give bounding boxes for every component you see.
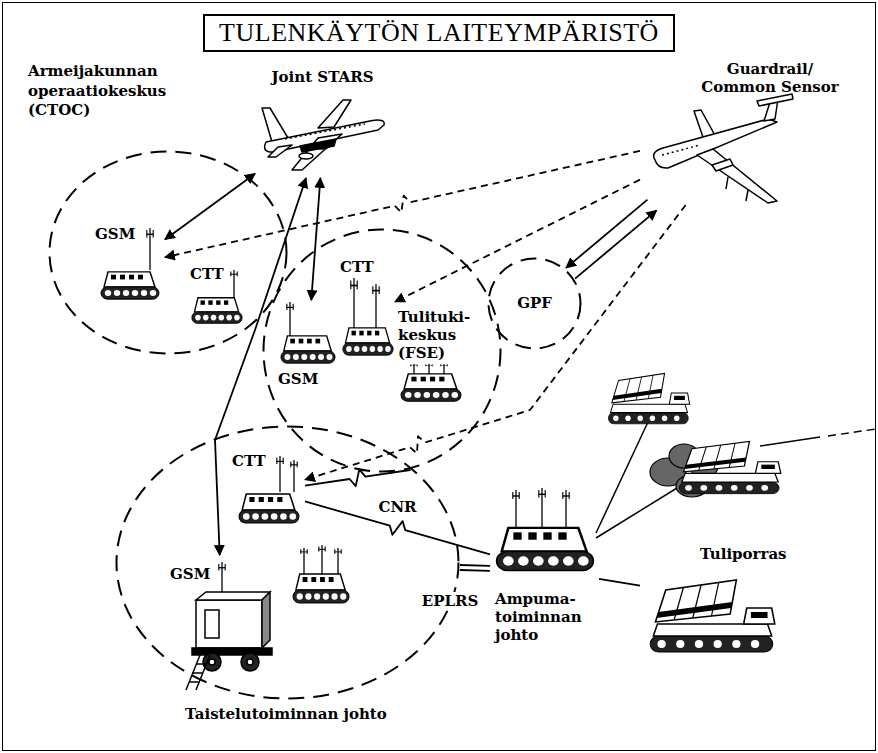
command-post-circle: Taistelutoiminnan johtoCTTGSM — [115, 425, 460, 700]
connector-line — [460, 564, 490, 567]
dashed-circle-outline — [115, 425, 460, 700]
connector-line — [165, 174, 255, 240]
vehicle-node: CTT — [190, 265, 245, 330]
edge-label: CNR — [375, 498, 419, 516]
vehicle-node: CTT — [232, 452, 305, 530]
edge-label-holder: CNR — [375, 497, 419, 516]
connector — [599, 579, 640, 586]
connector — [305, 469, 410, 486]
connector-line — [599, 579, 640, 586]
dashed-circle — [264, 230, 501, 472]
connector-line — [305, 469, 410, 486]
vehicle-node: GSM — [95, 225, 165, 305]
aircraft-illustration — [654, 94, 793, 203]
node-label: CTT — [190, 265, 224, 283]
node-label: Guardrail/ Common Sensor — [695, 60, 845, 96]
connector — [575, 210, 656, 278]
connector — [165, 174, 255, 240]
connector — [311, 178, 320, 300]
connector-line — [460, 569, 490, 572]
node-label: Ampuma- toiminnan johto — [495, 590, 595, 644]
node-label: CTT — [232, 452, 266, 470]
launcher-node: Tuliporras — [640, 540, 815, 660]
vehicle-node: GSM — [278, 300, 338, 390]
title-text: TULENKÄYTÖN LAITEYMPÄRISTÖ — [219, 18, 659, 48]
dashed-circle-outline — [48, 150, 288, 355]
node-label: GSM — [278, 370, 318, 388]
node-label: Taistelutoiminnan johto — [185, 705, 387, 723]
connector-line — [305, 205, 686, 480]
vehicle-illustration — [101, 228, 593, 603]
aircraft-node: Joint STARS — [255, 68, 394, 178]
connector-line — [165, 151, 640, 257]
edge-label-holder: EPLRS — [419, 591, 482, 610]
node-label: Joint STARS — [255, 68, 390, 86]
dashed-circle — [117, 427, 459, 699]
connector — [165, 151, 640, 257]
connector — [460, 565, 490, 571]
node-label: GSM — [170, 565, 210, 583]
aircraft-illustration — [262, 100, 384, 170]
vehicle-node: CTT — [340, 258, 395, 373]
node-label: GSM — [95, 225, 135, 243]
node-label: CTT — [340, 258, 374, 276]
node-label: Tuliporras — [700, 545, 787, 563]
connector — [215, 178, 306, 555]
dashed-circle-outline — [262, 228, 502, 473]
title-holder: TULENKÄYTÖN LAITEYMPÄRISTÖ — [0, 14, 878, 52]
node-label: GPF — [487, 294, 582, 312]
title-box: TULENKÄYTÖN LAITEYMPÄRISTÖ — [203, 14, 675, 52]
launcher-illustration — [596, 373, 876, 652]
connector — [566, 200, 647, 268]
connector-line — [575, 210, 656, 278]
connector-line — [566, 200, 647, 268]
vehicle-node: GSM — [170, 555, 275, 690]
vehicle-node: Ampuma- toiminnan johto — [490, 490, 599, 650]
dashed-circle — [50, 152, 287, 354]
node-label: Armeijakunnan operaatiokeskus (CTOC) — [28, 62, 203, 121]
command-post-circle: Armeijakunnan operaatiokeskus (CTOC)GSMC… — [48, 150, 288, 355]
station-circle: GPF — [487, 257, 582, 350]
edge-label: EPLRS — [419, 592, 482, 610]
aircraft-node: Guardrail/ Common Sensor — [640, 50, 849, 205]
connector-line — [215, 178, 306, 555]
connector — [305, 205, 686, 480]
connector-line — [311, 178, 320, 300]
command-post-circle: Tulituki- keskus (FSE) GSM CTT — [262, 228, 502, 473]
node-label: Tulituki- keskus (FSE) — [398, 308, 490, 362]
